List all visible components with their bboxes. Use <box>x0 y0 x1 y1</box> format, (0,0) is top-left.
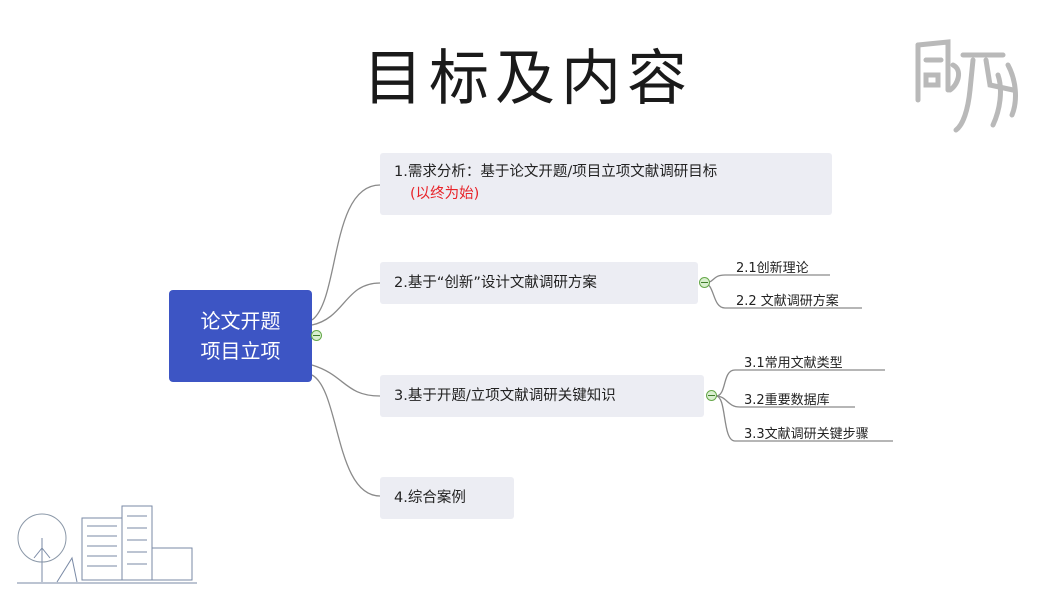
leaf-3-1[interactable]: 3.1常用文献类型 <box>744 356 843 371</box>
branch-2-collapse-toggle-icon[interactable] <box>699 277 710 288</box>
branch-4-label: 4.综合案例 <box>394 490 466 506</box>
branch-1-note: (以终为始) <box>410 186 480 202</box>
connector-branch-2 <box>311 282 381 326</box>
branch-3-node[interactable]: 3.基于开题/立项文献调研关键知识 <box>380 375 704 417</box>
connector-leaf-3-3 <box>715 395 893 442</box>
root-collapse-toggle-icon[interactable] <box>311 330 322 341</box>
leaf-3-2[interactable]: 3.2重要数据库 <box>744 393 830 408</box>
connector-branch-3 <box>311 364 381 397</box>
branch-3-label: 3.基于开题/立项文献调研关键知识 <box>394 388 616 404</box>
branch-1-node[interactable]: 1.需求分析：基于论文开题/项目立项文献调研目标 (以终为始) <box>380 153 832 215</box>
leaf-3-3[interactable]: 3.3文献调研关键步骤 <box>744 427 869 442</box>
connector-leaf-3-2 <box>715 395 855 408</box>
root-line-2: 项目立项 <box>200 339 281 363</box>
leaf-2-1[interactable]: 2.1创新理论 <box>736 261 809 276</box>
connector-branch-4 <box>311 374 381 497</box>
branch-3-collapse-toggle-icon[interactable] <box>706 390 717 401</box>
connector-branch-1 <box>311 184 381 321</box>
connector-leaf-2-1 <box>703 274 830 284</box>
leaf-2-2[interactable]: 2.2 文献调研方案 <box>736 294 839 309</box>
campus-building-icon <box>17 505 197 584</box>
branch-4-node[interactable]: 4.综合案例 <box>380 477 514 519</box>
page-title: 目标及内容 <box>363 44 693 114</box>
branch-1-label: 1.需求分析：基于论文开题/项目立项文献调研目标 <box>394 164 718 180</box>
connector-leaf-3-1 <box>715 369 885 397</box>
branch-2-node[interactable]: 2.基于“创新”设计文献调研方案 <box>380 262 698 304</box>
root-line-1: 论文开题 <box>200 309 281 333</box>
branch-2-label: 2.基于“创新”设计文献调研方案 <box>394 275 597 291</box>
root-node[interactable]: 论文开题 项目立项 <box>169 290 312 382</box>
university-logo-icon <box>915 39 1018 133</box>
